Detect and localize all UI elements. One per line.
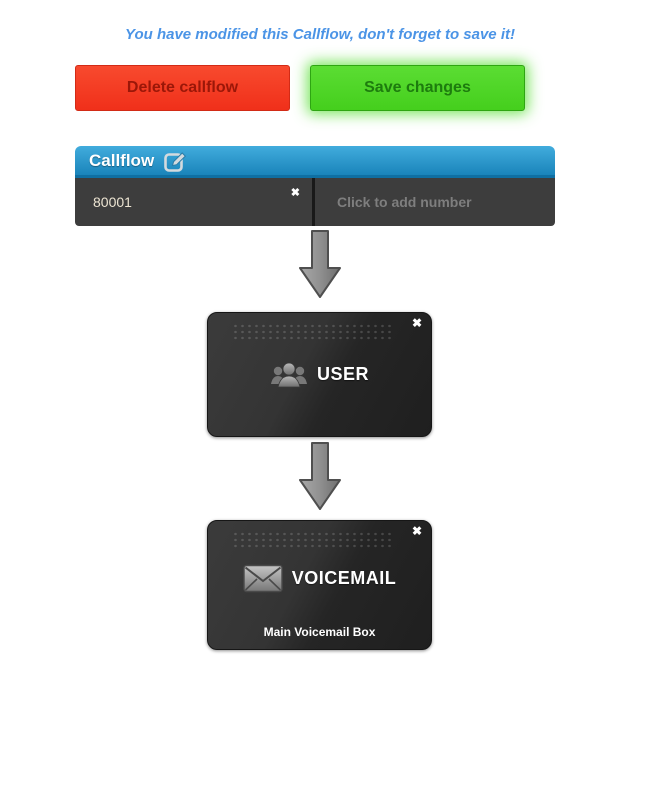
envelope-icon	[243, 564, 283, 593]
node-label: VOICEMAIL	[291, 567, 397, 588]
save-changes-button[interactable]: Save changes	[310, 65, 525, 111]
remove-number-button[interactable]: ✖	[290, 187, 300, 199]
drag-texture	[232, 322, 391, 341]
close-node-button[interactable]: ✖	[411, 524, 422, 538]
callflow-number-cell[interactable]: 80001 ✖	[75, 178, 315, 226]
number-bar: 80001 ✖ Click to add number	[75, 178, 555, 226]
edit-icon[interactable]	[164, 151, 189, 172]
node-label: USER	[316, 364, 369, 384]
close-node-button[interactable]: ✖	[411, 316, 422, 330]
flow-arrow-icon	[298, 230, 342, 298]
add-number-placeholder: Click to add number	[337, 194, 472, 210]
callflow-title: Callflow	[89, 150, 155, 170]
callflow-panel: Callflow 80001 ✖ Click to add number	[75, 146, 555, 226]
callflow-header: Callflow	[75, 146, 555, 178]
flow-arrow-icon	[298, 442, 342, 510]
node-user[interactable]: ✖ USER	[207, 312, 432, 437]
delete-callflow-button[interactable]: Delete callflow	[75, 65, 290, 111]
node-voicemail[interactable]: ✖ VOICEMAIL Main Voicemail Box	[207, 520, 432, 650]
users-icon	[270, 361, 308, 388]
node-subtitle: Main Voicemail Box	[263, 625, 376, 639]
unsaved-changes-notice: You have modified this Callflow, don't f…	[125, 26, 515, 43]
callflow-number: 80001	[93, 194, 132, 210]
add-number-cell[interactable]: Click to add number	[315, 178, 555, 226]
drag-texture	[232, 530, 391, 549]
